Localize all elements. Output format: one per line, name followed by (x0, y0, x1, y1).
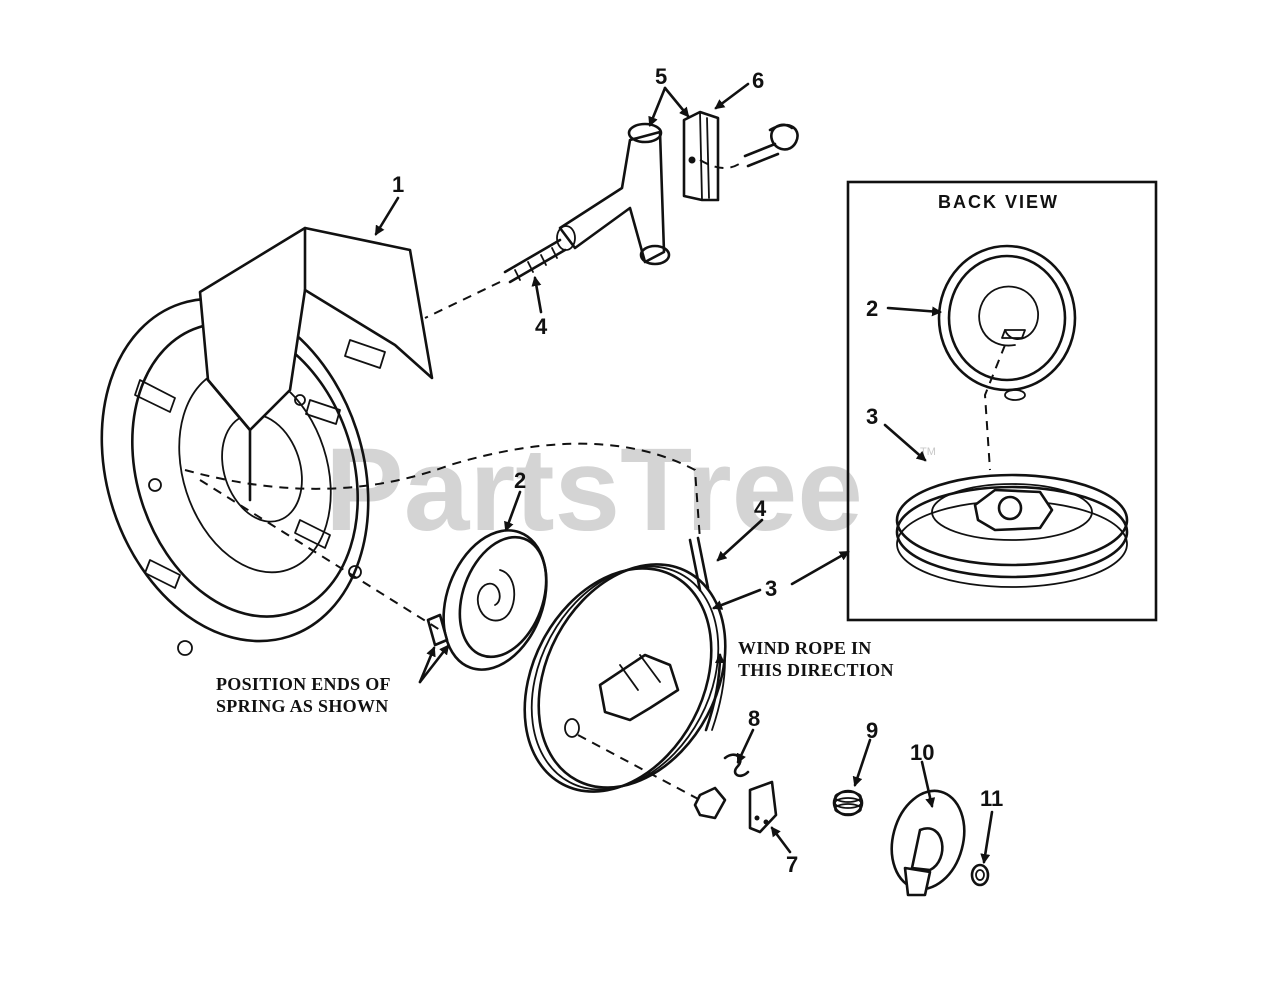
watermark: PartsTree TM (325, 424, 936, 556)
part-7-pawl (748, 780, 778, 834)
back-view-inset: BACK VIEW (846, 180, 1158, 622)
inset-callout-2: 2 (866, 296, 878, 321)
callout-4-upper: 4 (535, 314, 548, 339)
callout-3: 3 (765, 576, 777, 601)
part-10-retainer-plate (890, 789, 966, 897)
callout-9: 9 (866, 718, 878, 743)
part-4-rope-upper (424, 238, 567, 319)
inset-title: BACK VIEW (938, 192, 1059, 212)
part-6-rope-retainer (682, 110, 799, 202)
part-11-retaining-ring (970, 863, 990, 887)
callout-4-lower: 4 (754, 496, 767, 521)
callout-6: 6 (752, 68, 764, 93)
callout-8: 8 (748, 706, 760, 731)
note-spring-line1: POSITION ENDS OF (216, 674, 391, 694)
note-wind-rope: WIND ROPE IN THIS DIRECTION (738, 638, 894, 680)
wind-direction-arrow (704, 653, 726, 732)
inset-pulley (895, 473, 1129, 588)
note-spring-position: POSITION ENDS OF SPRING AS SHOWN (216, 674, 391, 716)
note-wind-line1: WIND ROPE IN (738, 638, 872, 658)
part-5-starter-handle (556, 122, 671, 266)
callout-10: 10 (910, 740, 934, 765)
note-wind-line2: THIS DIRECTION (738, 660, 894, 680)
part-2-recoil-spring (199, 479, 548, 671)
callout-5: 5 (655, 64, 667, 89)
part-8-pawl-spring (693, 753, 750, 820)
part-3-pulley (523, 536, 727, 801)
callout-2: 2 (514, 468, 526, 493)
part-9-spring (832, 789, 864, 817)
callout-numbers: 1 2 3 4 4 5 6 7 8 9 10 11 2 3 (392, 64, 1003, 877)
callout-11: 11 (980, 786, 1003, 811)
watermark-text: PartsTree (325, 424, 863, 556)
leader-lines (374, 82, 994, 864)
callout-1: 1 (392, 172, 404, 197)
part-1-blower-housing (100, 226, 434, 656)
note-spring-line2: SPRING AS SHOWN (216, 696, 389, 716)
callout-7: 7 (786, 852, 798, 877)
inset-spring (937, 244, 1077, 471)
inset-callout-3: 3 (866, 404, 878, 429)
